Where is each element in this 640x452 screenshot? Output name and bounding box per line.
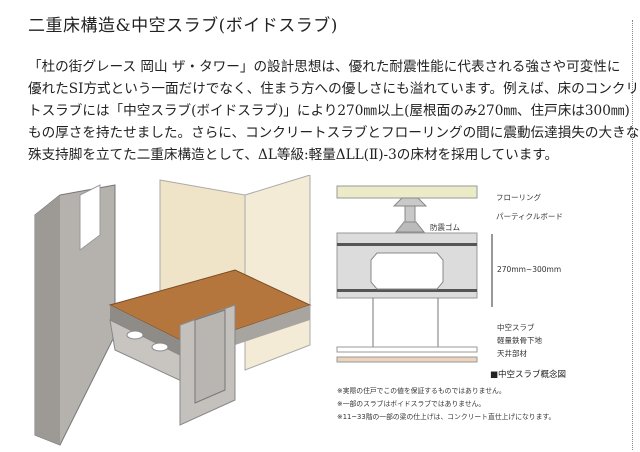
label-steel-frame: 軽量鉄骨下地 (497, 336, 542, 345)
paragraph-line: 殊支持脚を立てた二重床構造として、ΔL等級:軽量ΔLL(Ⅱ)-3の床材を採用して… (28, 147, 559, 163)
paragraph-line: トスラブには「中空スラブ(ボイドスラブ)」により270㎜以上(屋根面のみ270㎜… (28, 103, 630, 119)
floor-structure-illustration (34, 175, 312, 446)
label-ceiling: 天井部材 (497, 349, 527, 358)
paragraph-line: 優れたSI方式という一面だけでなく、住まう方への優しさにも溢れています。例えば、… (28, 81, 640, 97)
void-slab-diagram (336, 185, 493, 363)
description-paragraph: 「杜の街グレース 岡山 ザ・タワー」の設計思想は、優れた耐震性能に代表される強さ… (28, 56, 640, 166)
note: ※11~33階の一部の梁の仕上げは、コンクリート直仕上げになります。 (337, 413, 556, 421)
notes: ※実際の住戸でこの値を保証するものではありません。 ※一部のスラブはボイドスラブ… (337, 385, 555, 424)
label-void-slab: 中空スラブ (497, 323, 535, 332)
label-particle-board: パーティクルボード (496, 212, 563, 221)
note: ※一部のスラブはボイドスラブではありません。 (337, 400, 486, 408)
dotted-divider (632, 20, 633, 450)
paragraph-line: 「杜の街グレース 岡山 ザ・タワー」の設計思想は、優れた耐震性能に代表される強さ… (28, 59, 621, 75)
section-title: 二重床構造&中空スラブ(ボイドスラブ) (28, 16, 338, 36)
paragraph-line: もの厚さを持たせました。さらに、コンクリートスラブとフローリングの間に震動伝達損… (28, 125, 640, 141)
label-thickness: 270mm~300mm (497, 265, 562, 274)
label-flooring: フローリング (496, 193, 541, 202)
note: ※実際の住戸でこの値を保証するものではありません。 (337, 387, 506, 395)
label-rubber: 防震ゴム (430, 223, 460, 232)
diagram-caption: ■中空スラブ概念図 (490, 370, 567, 380)
